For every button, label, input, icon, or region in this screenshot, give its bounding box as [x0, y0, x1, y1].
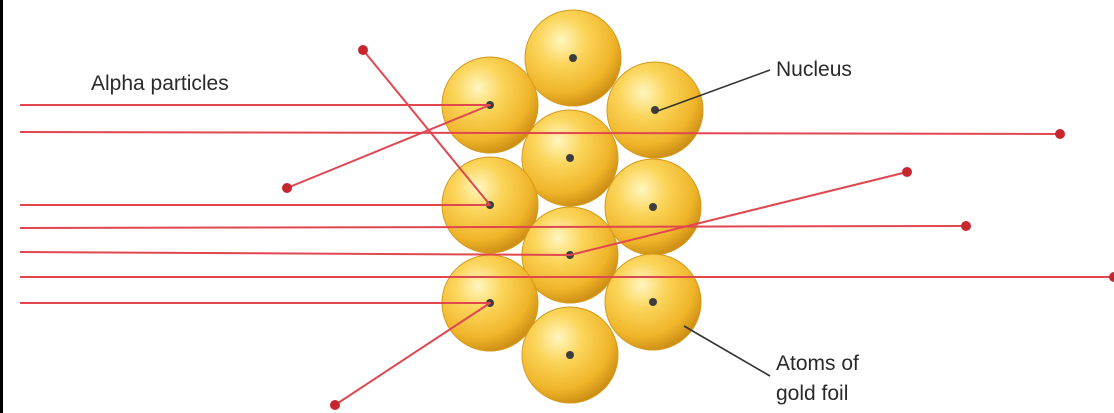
nucleus-icon [566, 154, 574, 162]
alpha-particle-track [20, 226, 966, 228]
alpha-particle-track [20, 303, 490, 405]
gold-atom [605, 254, 701, 350]
atoms-label-line2: gold foil [776, 382, 848, 405]
nucleus-icon [649, 298, 657, 306]
gold-atom [522, 307, 618, 403]
atoms-label-line1: Atoms of [776, 352, 859, 375]
alpha-particle-icon [282, 183, 292, 193]
nucleus-icon [566, 351, 574, 359]
gold-atoms [442, 10, 703, 403]
alpha-particle-track [20, 132, 1060, 134]
nucleus-icon [651, 106, 659, 114]
gold-atom [525, 10, 621, 106]
alpha-particle-icon [358, 45, 368, 55]
alpha-particle-icon [330, 400, 340, 410]
gold-atom [607, 62, 703, 158]
nucleus-icon [569, 54, 577, 62]
nucleus-label: Nucleus [776, 58, 852, 81]
atoms-leader-line [684, 326, 770, 376]
nucleus-icon [649, 203, 657, 211]
alpha-particle-icon [902, 167, 912, 177]
alpha-particle-icon [961, 221, 971, 231]
alpha-particles-label: Alpha particles [91, 72, 229, 95]
alpha-particle-icon [1055, 129, 1065, 139]
alpha-particle-icon [1109, 272, 1114, 282]
gold-atom [605, 159, 701, 255]
